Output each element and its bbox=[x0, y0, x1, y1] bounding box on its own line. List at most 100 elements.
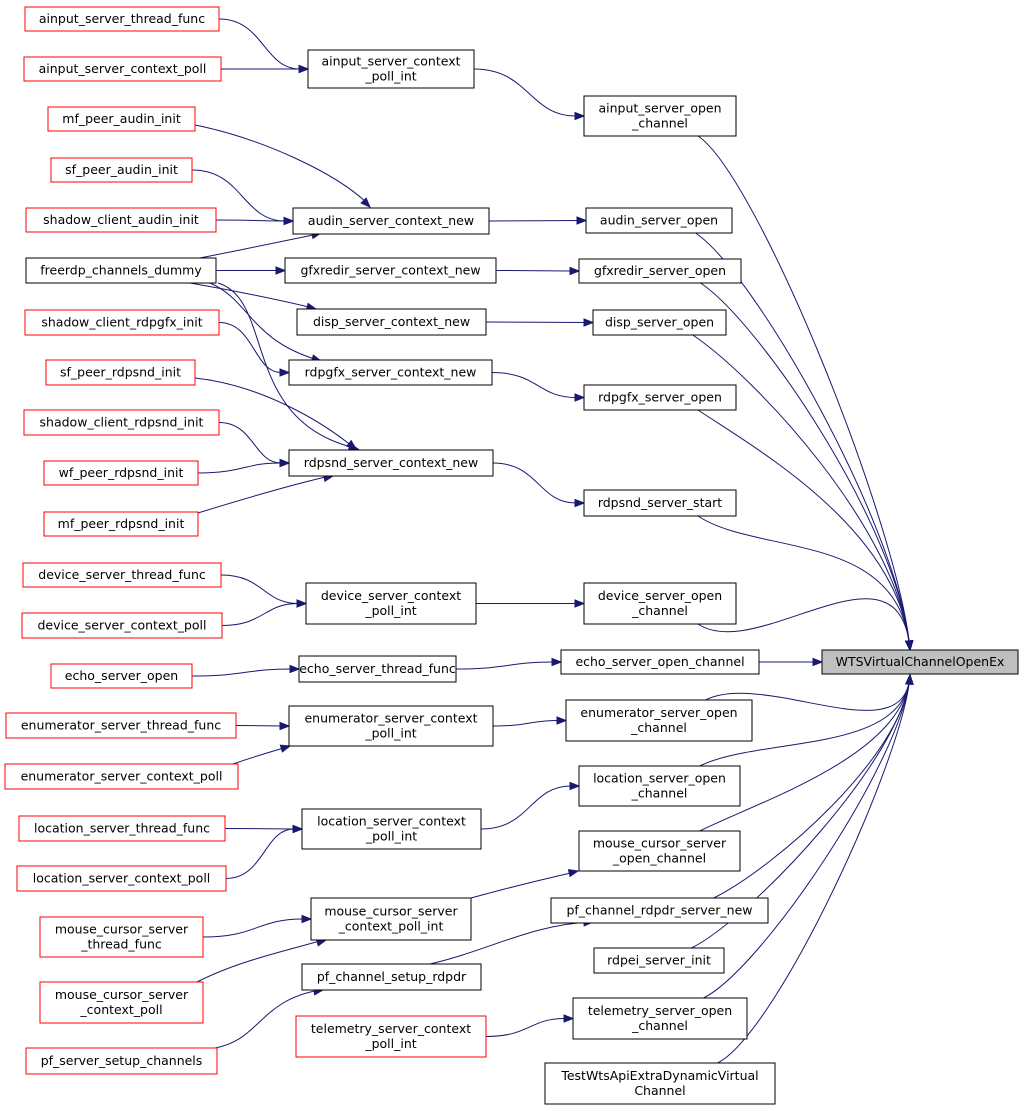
node-label: location_server_thread_func bbox=[34, 821, 210, 836]
node-ainput-server-open-channel[interactable]: ainput_server_open_channel bbox=[583, 95, 737, 137]
edge-device_server_open_channel-to-WTSVirtualChannelOpenEx bbox=[697, 598, 914, 652]
node-echo-server-open-channel[interactable]: echo_server_open_channel bbox=[560, 649, 760, 675]
edge-audin_server_context_new-to-audin_server_open bbox=[488, 216, 588, 225]
node-rdpei-server-init[interactable]: rdpei_server_init bbox=[593, 947, 725, 974]
node-device-server-context-poll[interactable]: device_server_context_poll bbox=[21, 612, 223, 639]
edge-sf_peer_rdpsnd_init-to-rdpsnd_server_context_new bbox=[194, 377, 358, 450]
node-pf-channel-rdpdr-server-new[interactable]: pf_channel_rdpdr_server_new bbox=[550, 897, 769, 924]
node-label: mouse_cursor_server bbox=[55, 987, 189, 1002]
edge-mouse_cursor_server_thread_func-to-mouse_cursor_server_context_poll_int bbox=[202, 914, 313, 938]
node-label: Channel bbox=[634, 1083, 685, 1098]
node-label: device_server_context_poll bbox=[37, 618, 206, 633]
node-shadow-client-rdpsnd-init[interactable]: shadow_client_rdpsnd_init bbox=[23, 409, 220, 436]
node-gfxredir-server-open[interactable]: gfxredir_server_open bbox=[578, 258, 742, 284]
edge-ainput_server_context_poll_int-to-ainput_server_open_channel bbox=[473, 68, 586, 121]
node-label: device_server_thread_func bbox=[38, 567, 206, 582]
node-wf-peer-rdpsnd-init[interactable]: wf_peer_rdpsnd_init bbox=[43, 460, 199, 486]
edge-mouse_cursor_server_context_poll_int-to-mouse_cursor_server_open_channel bbox=[470, 869, 580, 899]
node-rdpsnd-server-context-new[interactable]: rdpsnd_server_context_new bbox=[288, 449, 494, 477]
node-mf-peer-audin-init[interactable]: mf_peer_audin_init bbox=[47, 106, 196, 132]
node-disp-server-open[interactable]: disp_server_open bbox=[592, 309, 727, 336]
edge-telemetry_server_context_poll_int-to-telemetry_server_open_channel bbox=[485, 1014, 575, 1037]
node-enumerator-server-open-channel[interactable]: enumerator_server_open_channel bbox=[565, 699, 753, 742]
edge-wf_peer_rdpsnd_init-to-rdpsnd_server_context_new bbox=[197, 458, 291, 474]
edge-freerdp_channels_dummy-to-audin_server_context_new bbox=[199, 230, 323, 259]
node-label: _channel bbox=[631, 116, 688, 131]
node-label: ainput_server_context bbox=[322, 54, 461, 69]
node-rdpsnd-server-start[interactable]: rdpsnd_server_start bbox=[583, 489, 737, 517]
node-label: ainput_server_thread_func bbox=[39, 11, 205, 26]
edge-gfxredir_server_context_new-to-gfxredir_server_open bbox=[495, 266, 581, 276]
node-label: mouse_cursor_server bbox=[593, 836, 727, 851]
node-label: gfxredir_server_context_new bbox=[300, 263, 480, 278]
edge-enumerator_server_thread_func-to-enumerator_server_context_poll_int bbox=[235, 721, 291, 731]
node-label: _open_channel bbox=[612, 851, 706, 866]
node-label: rdpgfx_server_open bbox=[598, 390, 722, 405]
node-enumerator-server-context-poll[interactable]: enumerator_server_context_poll bbox=[4, 763, 239, 790]
node-label: freerdp_channels_dummy bbox=[40, 263, 202, 278]
node-location-server-thread-func[interactable]: location_server_thread_func bbox=[18, 815, 226, 842]
node-pf-channel-setup-rdpdr[interactable]: pf_channel_setup_rdpdr bbox=[301, 963, 482, 991]
node-rdpgfx-server-context-new[interactable]: rdpgfx_server_context_new bbox=[288, 359, 493, 386]
node-label: TestWtsApiExtraDynamicVirtual bbox=[560, 1068, 758, 1083]
node-mouse-cursor-server-thread-func[interactable]: mouse_cursor_server_thread_func bbox=[39, 916, 204, 958]
node-location-server-open-channel[interactable]: location_server_open_channel bbox=[578, 765, 741, 807]
edge-disp_server_context_new-to-disp_server_open bbox=[485, 318, 595, 327]
node-mf-peer-rdpsnd-init[interactable]: mf_peer_rdpsnd_init bbox=[43, 511, 199, 537]
edge-echo_server_open_channel-to-WTSVirtualChannelOpenEx bbox=[759, 657, 824, 667]
edge-ainput_server_thread_func-to-ainput_server_context_poll_int bbox=[218, 18, 310, 74]
node-label: pf_server_setup_channels bbox=[41, 1053, 203, 1068]
node-telemetry-server-open-channel[interactable]: telemetry_server_open_channel bbox=[572, 997, 748, 1040]
node-shadow-client-audin-init[interactable]: shadow_client_audin_init bbox=[25, 207, 217, 233]
node-enumerator-server-thread-func[interactable]: enumerator_server_thread_func bbox=[5, 712, 237, 739]
node-pf-server-setup-channels[interactable]: pf_server_setup_channels bbox=[25, 1047, 218, 1075]
node-echo-server-thread-func[interactable]: echo_server_thread_func bbox=[298, 655, 457, 683]
node-wtsvirtualchannelopenex[interactable]: WTSVirtualChannelOpenEx bbox=[821, 649, 1019, 675]
node-label: _thread_func bbox=[80, 937, 162, 952]
node-ainput-server-context-poll[interactable]: ainput_server_context_poll bbox=[23, 56, 222, 82]
node-audin-server-context-new[interactable]: audin_server_context_new bbox=[292, 207, 490, 235]
node-audin-server-open[interactable]: audin_server_open bbox=[585, 207, 733, 234]
node-mouse-cursor-server-context-poll[interactable]: mouse_cursor_server_context_poll bbox=[39, 981, 204, 1024]
node-ainput-server-thread-func[interactable]: ainput_server_thread_func bbox=[24, 6, 220, 32]
node-echo-server-open[interactable]: echo_server_open bbox=[50, 663, 193, 689]
node-location-server-context-poll-int[interactable]: location_server_context_poll_int bbox=[301, 808, 482, 850]
node-ainput-server-context-poll-int[interactable]: ainput_server_context_poll_int bbox=[307, 49, 475, 89]
node-disp-server-context-new[interactable]: disp_server_context_new bbox=[296, 308, 487, 336]
edge-ainput_server_context_poll-to-ainput_server_context_poll_int bbox=[221, 64, 310, 74]
node-shadow-client-rdpgfx-init[interactable]: shadow_client_rdpgfx_init bbox=[24, 309, 220, 336]
node-label: location_server_context_poll bbox=[33, 871, 211, 886]
node-label: rdpsnd_server_start bbox=[598, 495, 722, 510]
node-telemetry-server-context-poll-int[interactable]: telemetry_server_context_poll_int bbox=[295, 1015, 487, 1058]
node-label: shadow_client_rdpgfx_init bbox=[41, 315, 202, 330]
edge-echo_server_thread_func-to-echo_server_open_channel bbox=[455, 657, 563, 670]
node-sf-peer-audin-init[interactable]: sf_peer_audin_init bbox=[50, 157, 193, 183]
node-enumerator-server-context-poll-int[interactable]: enumerator_server_context_poll_int bbox=[288, 705, 494, 747]
node-device-server-thread-func[interactable]: device_server_thread_func bbox=[22, 562, 222, 588]
node-label: _poll_int bbox=[364, 603, 416, 618]
node-label: pf_channel_setup_rdpdr bbox=[317, 969, 467, 984]
node-label: sf_peer_audin_init bbox=[65, 162, 178, 177]
node-label: shadow_client_audin_init bbox=[43, 212, 199, 227]
node-mouse-cursor-server-open-channel[interactable]: mouse_cursor_server_open_channel bbox=[578, 830, 741, 872]
node-freerdp-channels-dummy[interactable]: freerdp_channels_dummy bbox=[25, 257, 217, 284]
node-sf-peer-rdpsnd-init[interactable]: sf_peer_rdpsnd_init bbox=[45, 359, 196, 386]
node-label: rdpei_server_init bbox=[607, 953, 711, 968]
edge-echo_server_open-to-echo_server_thread_func bbox=[191, 664, 301, 677]
edge-device_server_thread_func-to-device_server_context_poll_int bbox=[220, 574, 308, 608]
node-gfxredir-server-context-new[interactable]: gfxredir_server_context_new bbox=[284, 257, 497, 284]
node-device-server-open-channel[interactable]: device_server_open_channel bbox=[583, 582, 737, 625]
node-mouse-cursor-server-context-poll-int[interactable]: mouse_cursor_server_context_poll_int bbox=[310, 897, 472, 941]
edge-mf_peer_audin_init-to-audin_server_context_new bbox=[194, 124, 371, 208]
node-rdpgfx-server-open[interactable]: rdpgfx_server_open bbox=[583, 384, 737, 411]
node-label: wf_peer_rdpsnd_init bbox=[59, 465, 184, 480]
edge-location_server_context_poll-to-location_server_context_poll_int bbox=[225, 824, 304, 879]
edge-mf_peer_rdpsnd_init-to-rdpsnd_server_context_new bbox=[197, 473, 335, 514]
node-label: _context_poll bbox=[79, 1002, 162, 1017]
node-label: device_server_context bbox=[321, 588, 461, 603]
node-label: rdpgfx_server_context_new bbox=[305, 365, 477, 380]
edge-freerdp_channels_dummy-to-disp_server_context_new bbox=[189, 282, 318, 311]
node-location-server-context-poll[interactable]: location_server_context_poll bbox=[16, 865, 227, 892]
node-device-server-context-poll-int[interactable]: device_server_context_poll_int bbox=[305, 582, 477, 625]
